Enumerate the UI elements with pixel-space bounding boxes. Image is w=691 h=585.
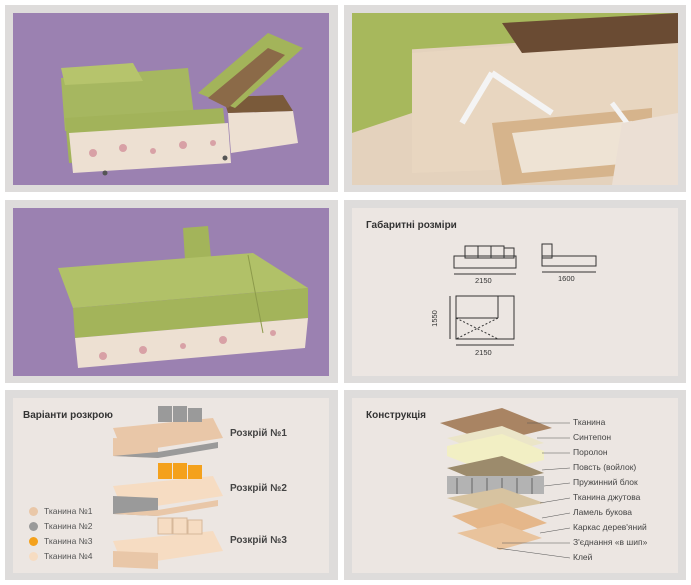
dimension-side-plan: 1550 (429, 310, 439, 327)
cut-variants-illustration (113, 406, 223, 569)
construction-layers-illustration (440, 408, 571, 559)
lift-mechanism-illustration (352, 13, 678, 185)
dimensions-drawing (449, 243, 597, 346)
fabric-swatch-4 (29, 551, 38, 561)
fabric-legend-1: Тканина №1 (29, 506, 93, 516)
layer-label-3: Поролон (573, 447, 608, 457)
layer-label-2: Синтепон (573, 432, 612, 442)
fabric-legend-2: Тканина №2 (29, 521, 93, 531)
sofa-open-illustration (61, 33, 303, 176)
cut-variants-title: Варіанти розкрою (23, 410, 113, 421)
construction-panel: Конструкція Тканина (344, 390, 686, 580)
layer-label-4: Повсть (войлок) (573, 462, 637, 472)
layer-label-7: Ламель букова (573, 507, 632, 517)
photo-lift-mechanism (352, 13, 678, 185)
fabric-legend-3: Тканина №3 (29, 536, 93, 546)
photo-bed-mode (13, 208, 329, 376)
cut-option-1: Розкрій №1 (230, 428, 287, 439)
photo-panel-bed-mode (5, 200, 338, 383)
layer-label-10: Клей (573, 552, 593, 562)
cut-variants-panel: Варіанти розкрою Розкрій №1 Розкрій №2 (5, 390, 338, 580)
fabric-swatch-3 (29, 536, 38, 546)
fabric-swatch-2 (29, 521, 38, 531)
layer-label-6: Тканина джутова (573, 492, 641, 502)
layer-label-9: З'єднання «в шип» (573, 537, 648, 547)
fabric-legend-4: Тканина №4 (29, 551, 93, 561)
dimensions-title: Габаритні розміри (366, 220, 457, 231)
photo-panel-lift-mechanism (344, 5, 686, 192)
layer-label-5: Пружинний блок (573, 477, 638, 487)
dimension-width-plan: 2150 (475, 348, 492, 357)
photo-open-storage (13, 13, 329, 185)
layer-label-8: Каркас дерев'яний (573, 522, 647, 532)
dimension-width-top: 2150 (475, 276, 492, 285)
sofa-bed-illustration (58, 226, 308, 368)
fabric-swatch-1 (29, 506, 38, 516)
dimensions-panel: Габаритні розміри 2150 1600 1550 2150 (344, 200, 686, 383)
dimension-depth-side: 1600 (558, 274, 575, 283)
layer-label-1: Тканина (573, 417, 606, 427)
cut-option-2: Розкрій №2 (230, 483, 287, 494)
photo-panel-open-storage (5, 5, 338, 192)
cut-option-3: Розкрій №3 (230, 535, 287, 546)
construction-title: Конструкція (366, 410, 427, 421)
